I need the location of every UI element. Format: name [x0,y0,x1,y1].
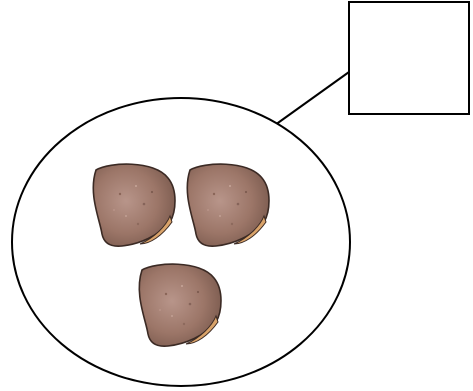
connector-line [275,72,349,125]
answer-box[interactable] [349,2,469,114]
